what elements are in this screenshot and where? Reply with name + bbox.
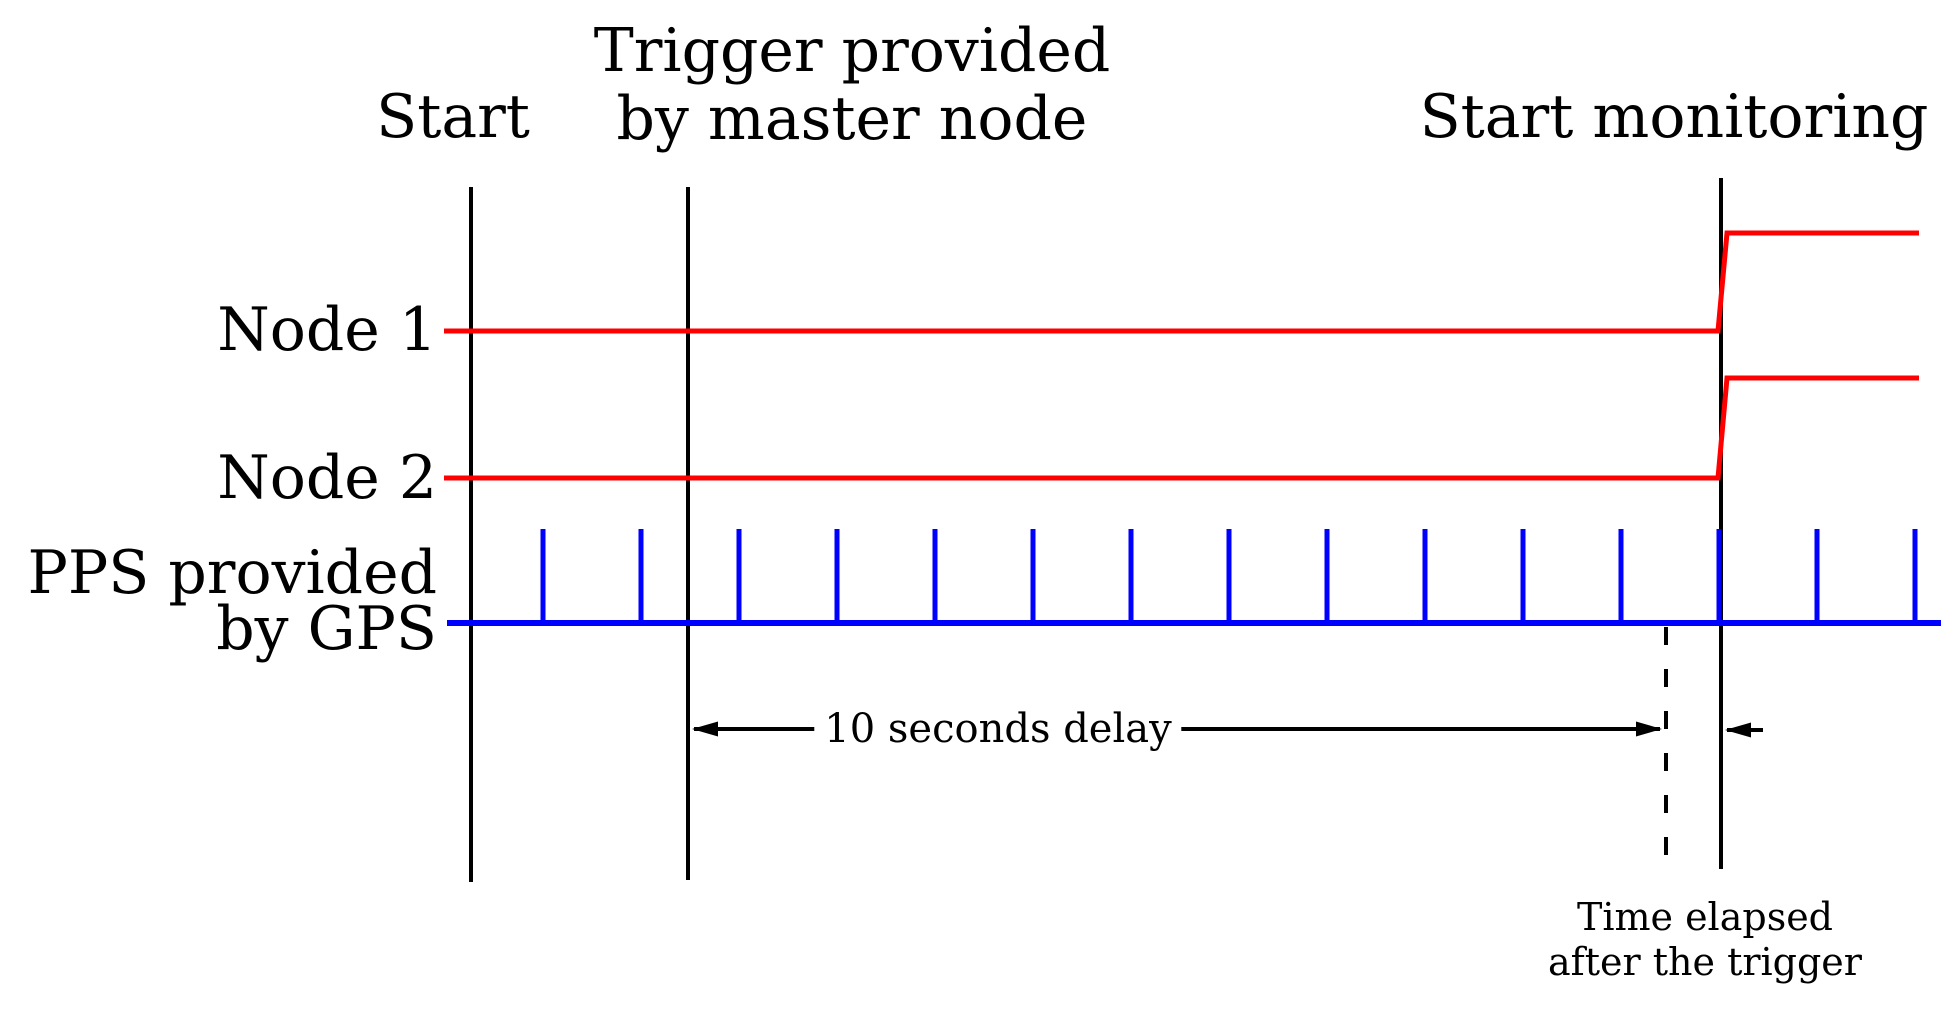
pps-label: PPS provided by GPS xyxy=(27,538,437,664)
start-monitoring-label: Start monitoring xyxy=(1419,82,1929,152)
start-label: Start xyxy=(376,82,530,152)
delay-label: 10 seconds delay xyxy=(814,705,1182,753)
trigger-label-line1: Trigger provided xyxy=(593,16,1111,86)
trigger-label-line2: by master node xyxy=(616,84,1088,154)
node2-signal-trace xyxy=(444,375,1919,481)
pps-label-line1: PPS provided xyxy=(27,538,437,608)
node1-signal-trace xyxy=(444,230,1919,334)
elapsed-time-label-line2: after the trigger xyxy=(1548,940,1862,984)
elapsed-time-label: Time elapsed after the trigger xyxy=(1548,895,1862,985)
elapsed-time-label-line1: Time elapsed xyxy=(1576,895,1834,939)
pps-label-line2: by GPS xyxy=(216,594,437,664)
node2-label: Node 2 xyxy=(217,443,437,513)
node1-label: Node 1 xyxy=(217,295,437,365)
trigger-label: Trigger provided by master node xyxy=(594,17,1111,153)
pps-ticks xyxy=(540,529,1918,623)
